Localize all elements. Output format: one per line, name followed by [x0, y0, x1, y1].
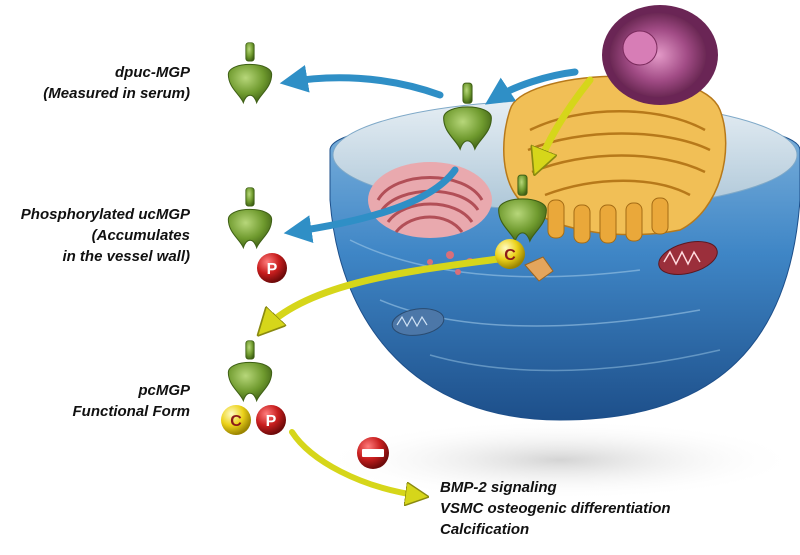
mgp-protein-icon	[227, 340, 273, 402]
ground-shadow	[320, 420, 800, 500]
outcome-calcification: Calcification	[440, 521, 530, 538]
outcomes-list: BMP-2 signaling VSMC osteogenic differen…	[440, 477, 671, 540]
pathway-arrows	[263, 64, 594, 496]
mitochondrion-icon	[391, 308, 445, 336]
arrow-nucleus-to-golgi-blue	[484, 68, 579, 105]
arrow-pc-to-outcomes-yellow	[289, 429, 422, 496]
phosphorylated-ucmgp-label: Phosphorylated ucMGP (Accumulates in the…	[20, 206, 190, 265]
cell-illustration	[329, 5, 800, 421]
arrow-carboxyl-to-pc-yellow	[263, 254, 509, 330]
svg-text:C: C	[504, 247, 516, 264]
arrow-nucleus-to-er-yellow	[537, 76, 594, 168]
dpuc-mgp-label: dpuc-MGP (Measured in serum)	[43, 64, 190, 102]
mitochondrion-icon	[658, 241, 718, 275]
endoplasmic-reticulum-icon	[368, 162, 492, 238]
phosphate-badge-icon: P	[256, 405, 286, 435]
carboxyl-badge-icon: C	[221, 405, 251, 435]
carboxyl-badge-icon: C	[495, 239, 525, 269]
inhibition-icon	[357, 437, 389, 469]
svg-text:P: P	[266, 413, 277, 430]
pcmgp-label: pcMGP Functional Form	[72, 382, 191, 420]
arrow-secretion-to-phos-blue	[283, 166, 459, 243]
svg-text:P: P	[267, 261, 278, 278]
mgp-protein-icon	[227, 42, 273, 104]
svg-text:C: C	[230, 413, 242, 430]
arrow-secretion-to-dpuc-blue	[279, 64, 444, 99]
outcome-vsmc: VSMC osteogenic differentiation	[440, 500, 671, 517]
mgp-protein-icon	[227, 187, 273, 249]
phosphate-badge-icon: P	[257, 253, 287, 283]
nucleus-icon	[602, 5, 718, 105]
outcome-bmp2: BMP-2 signaling	[440, 479, 557, 496]
